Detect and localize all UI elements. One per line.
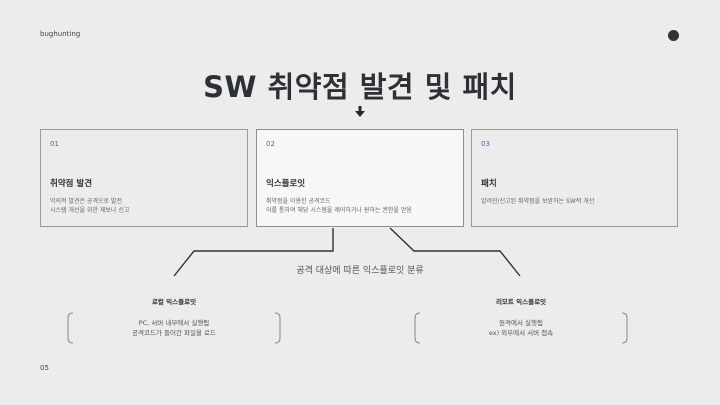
card-exploit: 02 익스플로잇 취약점을 이용한 공격코드 이를 통하여 해당 시스템을 제어… [256,129,464,227]
page-number: 05 [40,364,49,372]
arrow-down-icon [355,106,365,117]
connector-left-line [173,228,334,277]
brand-label: bughunting [40,30,81,38]
local-exploit-description: PC, 서버 내부에서 실행됨 공격코드가 들어간 파일을 로드 [132,319,216,337]
local-exploit-title: 로컬 익스플로잇 [151,298,197,306]
card-patch: 03 패치 알려진/신고된 취약점을 보완하는 SW적 개선 [471,129,678,227]
right-bracket-open [414,312,421,344]
card-heading: 패치 [481,179,497,189]
card-heading: 취약점 발견 [50,179,93,189]
card-description: 취약점을 이용한 공격코드 이를 통하여 해당 시스템을 제어하거나 원하는 권… [266,198,412,214]
card-heading: 익스플로잇 [266,179,306,189]
card-number: 01 [50,140,59,148]
card-vulnerability-discovery: 01 취약점 발견 악의적 발견은 공격으로 발전 시스템 개선을 위한 제보나… [40,129,248,227]
dot-icon [668,30,679,41]
card-description: 알려진/신고된 취약점을 보완하는 SW적 개선 [481,198,595,205]
remote-exploit-title: 리모트 익스플로잇 [495,298,547,306]
card-description: 악의적 발견은 공격으로 발전 시스템 개선을 위한 제보나 신고 [50,198,130,214]
card-number: 03 [481,140,490,148]
page-title: SW 취약점 발견 및 패치 [203,70,517,104]
left-bracket-open [67,312,74,344]
classification-label: 공격 대상에 따른 익스플로잇 분류 [296,266,424,276]
remote-exploit-description: 원격에서 실행됨 ex) 외부에서 서버 접속 [488,319,554,337]
card-number: 02 [266,140,275,148]
left-bracket-close [274,312,281,344]
connector-right-line [389,227,521,277]
right-bracket-close [621,312,628,344]
